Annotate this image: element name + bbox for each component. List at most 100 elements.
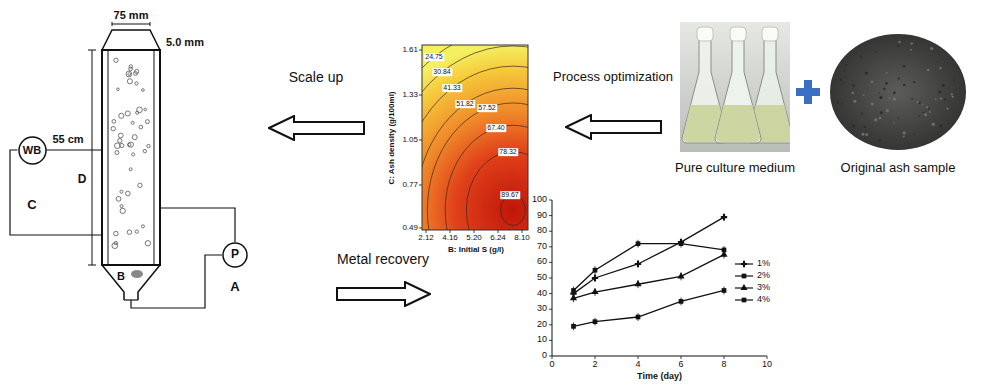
recovery-chart xyxy=(549,200,767,359)
ash-grain xyxy=(926,106,928,108)
ash-grain xyxy=(893,97,896,100)
data-marker xyxy=(636,241,641,246)
ash-powder xyxy=(830,34,966,150)
tick-mark xyxy=(638,356,639,359)
gas-bubble xyxy=(135,82,138,85)
plus-sign xyxy=(804,80,812,104)
axis-tick-label: 0 xyxy=(549,360,554,370)
ash-grain xyxy=(883,88,885,90)
ash-grain xyxy=(944,98,946,100)
tick-mark xyxy=(767,356,768,359)
gas-bubble xyxy=(145,241,150,246)
axis-tick-label: 100 xyxy=(532,195,547,205)
data-line xyxy=(574,255,725,299)
flask-photo xyxy=(680,22,793,152)
data-marker xyxy=(679,299,684,304)
data-line xyxy=(574,290,725,326)
legend-sample xyxy=(734,259,754,269)
gas-bubble xyxy=(125,111,130,116)
gas-bubble xyxy=(139,125,143,129)
arrow-outline xyxy=(566,115,661,139)
gas-bubble xyxy=(126,191,131,196)
axis-tick-label: 10 xyxy=(762,360,772,370)
axis-tick-label: 0.49 xyxy=(402,224,418,233)
axis-tick-label: 0 xyxy=(542,351,547,361)
gas-bubble xyxy=(114,231,118,235)
ash-grain xyxy=(903,84,905,86)
ash-grain xyxy=(893,91,896,94)
data-marker xyxy=(679,241,684,246)
data-marker xyxy=(571,324,576,329)
ash-grain xyxy=(865,133,868,136)
ash-grain xyxy=(911,42,913,44)
ash-grain xyxy=(880,111,883,114)
data-marker xyxy=(592,275,598,281)
ash-grain xyxy=(853,100,856,103)
arrow-shape xyxy=(565,114,662,140)
cotton-plug xyxy=(730,27,746,41)
tick-mark xyxy=(681,356,682,359)
node-label: P xyxy=(231,248,239,261)
legend-sample xyxy=(734,271,754,281)
ash-grain xyxy=(935,98,937,100)
inner-wall xyxy=(154,50,155,265)
ash-grain xyxy=(953,79,955,81)
gas-bubble xyxy=(112,243,118,249)
ash-grain xyxy=(898,77,900,79)
legend-marker xyxy=(741,260,747,266)
tick-mark xyxy=(549,246,552,247)
axis-tick-label: 1.05 xyxy=(402,136,418,145)
ash-grain xyxy=(844,70,845,71)
ash-grain xyxy=(910,49,912,51)
flasks xyxy=(682,27,790,143)
gas-bubble xyxy=(120,208,125,213)
gas-bubble xyxy=(115,151,119,155)
dimension-label: D xyxy=(78,173,87,186)
ash-grain xyxy=(951,93,953,95)
legend-sample xyxy=(734,283,754,293)
legend-text: 2% xyxy=(757,271,770,281)
ash-grain xyxy=(865,71,868,74)
gas-bubble xyxy=(147,144,150,147)
axis-tick-label: 5.20 xyxy=(466,234,482,243)
dimension-label: 5.0 mm xyxy=(166,36,204,48)
gas-bubble xyxy=(132,135,137,140)
gas-sparger xyxy=(131,270,143,278)
tick-mark xyxy=(549,231,552,232)
bubble-column-reactor xyxy=(88,22,160,300)
axis-title: B: Initial S (g/l) xyxy=(448,246,504,255)
tick-mark xyxy=(549,215,552,216)
cotton-plug xyxy=(697,27,713,41)
ash-grain xyxy=(922,103,924,105)
block-arrow: Scale up xyxy=(268,70,365,141)
ash-grain xyxy=(946,107,948,109)
reactor-wall xyxy=(102,50,160,265)
tick-mark xyxy=(549,293,552,294)
gas-bubble xyxy=(141,225,144,228)
flask-glass xyxy=(715,38,761,143)
axis-tick-label: 2.12 xyxy=(418,234,434,243)
ash-grain xyxy=(903,131,906,134)
ash-grain xyxy=(919,115,921,117)
legend-text: 4% xyxy=(757,295,770,305)
gas-bubble xyxy=(137,107,143,113)
ash-grain xyxy=(852,84,855,87)
ash-grain xyxy=(840,78,842,80)
ash-grain xyxy=(863,94,865,96)
ash-grain xyxy=(927,69,929,71)
gas-bubble xyxy=(129,67,133,71)
data-marker xyxy=(591,288,598,294)
axis-tick-label: 8.10 xyxy=(514,234,530,243)
ash-sample xyxy=(830,34,966,150)
ash-grain xyxy=(938,91,941,94)
plot-frame xyxy=(422,45,528,230)
data-marker xyxy=(593,268,598,273)
ash-grain xyxy=(893,122,895,124)
axis-tick-label: 2 xyxy=(592,360,597,370)
tick-mark xyxy=(549,340,552,341)
tick-mark xyxy=(419,185,422,186)
axis-title: Time (day) xyxy=(637,372,682,382)
contour-line xyxy=(422,88,528,230)
tick-mark xyxy=(419,95,422,96)
